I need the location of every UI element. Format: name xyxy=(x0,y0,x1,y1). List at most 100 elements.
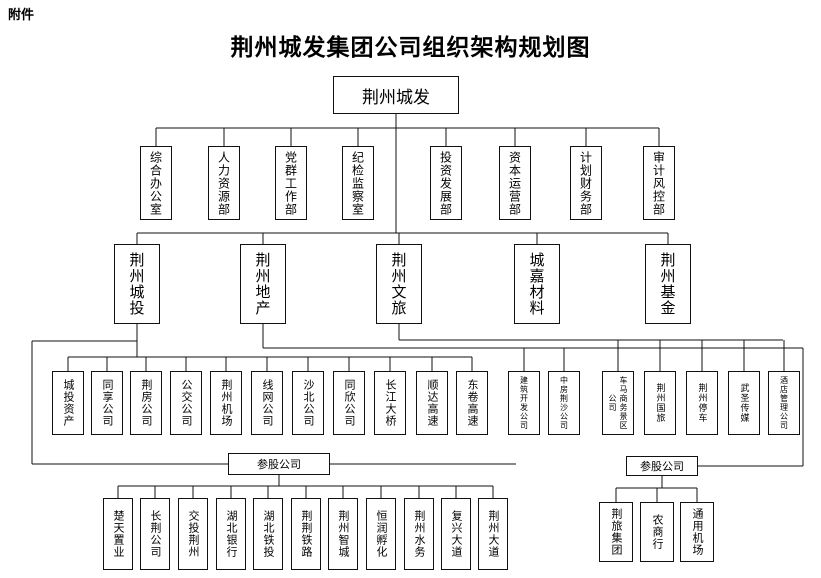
dichan-company-label: 中房荆沙公司 xyxy=(559,376,569,430)
equity-company-node: 荆州大道 xyxy=(478,498,508,570)
wenlv-company-label: 荆州停车 xyxy=(696,383,707,423)
chengtou-company-node: 同享公司 xyxy=(91,371,123,435)
chengtou-company-node: 荆房公司 xyxy=(130,371,162,435)
dichan-company-node: 建筑开发公司 xyxy=(508,371,540,435)
equity-company-label: 楚天置业 xyxy=(112,510,125,558)
chengtou-company-label: 东卷高速 xyxy=(466,379,479,427)
chengtou-company-node: 线网公司 xyxy=(251,371,283,435)
chengtou-company-node: 顺达高速 xyxy=(416,371,448,435)
equity-company-label: 通用机场 xyxy=(691,508,704,556)
chengtou-company-label: 顺达高速 xyxy=(426,379,439,427)
root-node: 荆州城发 xyxy=(333,76,459,114)
department-node: 资本运营部 xyxy=(499,146,531,220)
equity-company-label: 长荆公司 xyxy=(149,510,162,558)
equity-label-right-text: 参股公司 xyxy=(640,460,684,473)
equity-company-node: 荆州水务 xyxy=(404,498,434,570)
department-label: 审计风控部 xyxy=(651,150,666,216)
wenlv-company-node: 荆州国旅 xyxy=(644,371,676,435)
equity-company-node: 荆荆铁路 xyxy=(291,498,321,570)
chengtou-company-label: 长江大桥 xyxy=(384,379,397,427)
department-label: 投资发展部 xyxy=(438,150,453,216)
subsidiary-node: 荆州城投 xyxy=(114,244,160,324)
equity-label-right: 参股公司 xyxy=(626,456,698,476)
department-label: 党群工作部 xyxy=(283,150,298,216)
department-label: 计划财务部 xyxy=(578,150,593,216)
wenlv-company-node: 武圣传媒 xyxy=(728,371,760,435)
equity-company-label: 荆州大道 xyxy=(487,510,500,558)
subsidiary-label: 荆州城投 xyxy=(127,252,146,316)
equity-company-label: 恒润孵化 xyxy=(375,510,388,558)
chengtou-company-node: 公交公司 xyxy=(170,371,202,435)
wenlv-company-label: 酒店管理公司 xyxy=(779,376,789,430)
department-node: 审计风控部 xyxy=(643,146,675,220)
equity-company-label: 荆州水务 xyxy=(413,510,426,558)
chengtou-company-node: 城投资产 xyxy=(52,371,84,435)
department-node: 党群工作部 xyxy=(275,146,307,220)
department-label: 综合办公室 xyxy=(148,150,163,216)
subsidiary-node: 荆州文旅 xyxy=(376,244,422,324)
chengtou-company-label: 荆房公司 xyxy=(140,379,153,427)
wenlv-company-node: 荆州停车 xyxy=(686,371,718,435)
department-node: 投资发展部 xyxy=(430,146,462,220)
equity-company-node: 交投荆州 xyxy=(178,498,208,570)
root-node-label: 荆州城发 xyxy=(362,87,430,108)
chengtou-company-node: 同欣公司 xyxy=(333,371,365,435)
wenlv-company-node: 车马商务景区公司 xyxy=(602,371,634,435)
equity-company-label: 湖北银行 xyxy=(225,510,238,558)
subsidiary-label: 城嘉材料 xyxy=(527,252,546,316)
department-node: 计划财务部 xyxy=(570,146,602,220)
equity-company-node: 通用机场 xyxy=(680,502,714,562)
chengtou-company-label: 荆州机场 xyxy=(220,379,233,427)
equity-company-label: 湖北铁投 xyxy=(262,510,275,558)
equity-company-label: 复兴大道 xyxy=(450,510,463,558)
department-label: 人力资源部 xyxy=(216,150,231,216)
chengtou-company-node: 荆州机场 xyxy=(210,371,242,435)
equity-company-label: 农商行 xyxy=(651,514,664,550)
wenlv-company-label: 荆州国旅 xyxy=(654,383,665,423)
equity-company-node: 复兴大道 xyxy=(441,498,471,570)
dichan-company-node: 中房荆沙公司 xyxy=(548,371,580,435)
equity-company-node: 楚天置业 xyxy=(103,498,133,570)
equity-label-left-text: 参股公司 xyxy=(257,458,301,471)
equity-company-node: 农商行 xyxy=(640,502,674,562)
department-node: 人力资源部 xyxy=(208,146,240,220)
department-node: 综合办公室 xyxy=(140,146,172,220)
chengtou-company-label: 沙北公司 xyxy=(302,379,315,427)
chengtou-company-node: 长江大桥 xyxy=(374,371,406,435)
subsidiary-label: 荆州地产 xyxy=(253,252,272,316)
department-node: 纪检监察室 xyxy=(342,146,374,220)
equity-company-label: 荆州智城 xyxy=(337,510,350,558)
chengtou-company-label: 城投资产 xyxy=(62,379,75,427)
department-label: 纪检监察室 xyxy=(350,150,365,216)
subsidiary-node: 城嘉材料 xyxy=(514,244,560,324)
subsidiary-node: 荆州地产 xyxy=(240,244,286,324)
wenlv-company-label: 武圣传媒 xyxy=(738,383,749,423)
department-label: 资本运营部 xyxy=(507,150,522,216)
subsidiary-label: 荆州基金 xyxy=(658,252,677,316)
chengtou-company-label: 同享公司 xyxy=(101,379,114,427)
wenlv-company-label: 车马商务景区公司 xyxy=(608,376,628,430)
equity-company-label: 荆旅集团 xyxy=(610,508,623,556)
equity-company-node: 荆州智城 xyxy=(328,498,358,570)
equity-company-label: 交投荆州 xyxy=(187,510,200,558)
equity-company-node: 荆旅集团 xyxy=(599,502,633,562)
attachment-label: 附件 xyxy=(8,8,35,23)
equity-company-label: 荆荆铁路 xyxy=(300,510,313,558)
chengtou-company-node: 东卷高速 xyxy=(456,371,488,435)
chengtou-company-label: 线网公司 xyxy=(261,379,274,427)
equity-company-node: 湖北铁投 xyxy=(253,498,283,570)
chengtou-company-node: 沙北公司 xyxy=(292,371,324,435)
chart-title: 荆州城发集团公司组织架构规划图 xyxy=(230,35,591,61)
equity-company-node: 恒润孵化 xyxy=(366,498,396,570)
equity-label-left: 参股公司 xyxy=(228,453,330,475)
wenlv-company-node: 酒店管理公司 xyxy=(768,371,800,435)
subsidiary-label: 荆州文旅 xyxy=(389,252,408,316)
chengtou-company-label: 同欣公司 xyxy=(343,379,356,427)
equity-company-node: 湖北银行 xyxy=(216,498,246,570)
equity-company-node: 长荆公司 xyxy=(140,498,170,570)
dichan-company-label: 建筑开发公司 xyxy=(519,376,529,430)
chengtou-company-label: 公交公司 xyxy=(180,379,193,427)
subsidiary-node: 荆州基金 xyxy=(645,244,691,324)
